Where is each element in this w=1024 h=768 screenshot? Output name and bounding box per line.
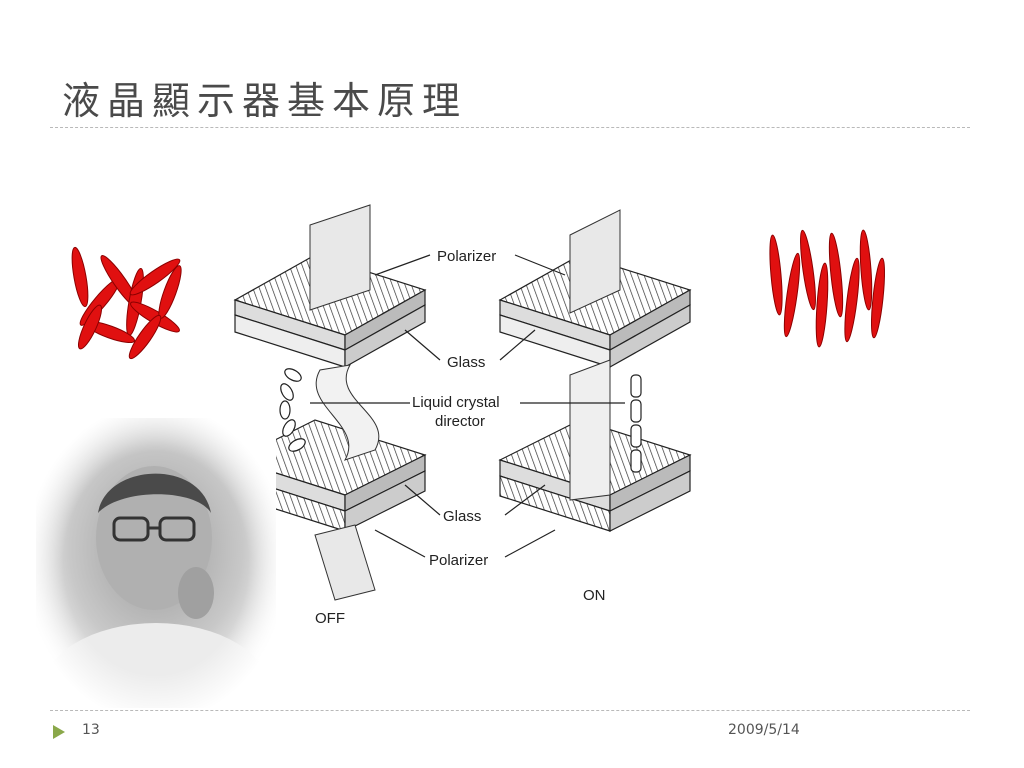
label-state-on: ON	[583, 587, 606, 604]
light-beam-bottom-left	[314, 524, 376, 601]
label-glass-bottom: Glass	[443, 508, 481, 525]
label-polarizer-top: Polarizer	[437, 248, 496, 265]
light-path-twisted	[315, 364, 380, 461]
title-divider	[50, 127, 970, 128]
portrait-photo	[36, 418, 276, 708]
lc-molecules-aligned	[769, 229, 885, 348]
triangle-right-icon	[53, 725, 65, 739]
light-beam-top-right	[569, 209, 621, 314]
lcd-principle-diagram: Polarizer Glass Liquid crystal director …	[233, 204, 692, 627]
light-path-straight	[569, 359, 611, 501]
page-number: 13	[82, 722, 100, 738]
label-glass-top: Glass	[447, 354, 485, 371]
label-state-off: OFF	[315, 610, 345, 627]
lc-column-aligned	[630, 374, 642, 473]
footer-divider	[50, 710, 970, 711]
label-lc-director-line1: Liquid crystal	[412, 394, 500, 411]
label-lc-director-line2: director	[435, 413, 485, 430]
footer-date: 2009/5/14	[728, 722, 800, 738]
leader-lines	[310, 254, 625, 558]
label-polarizer-bottom: Polarizer	[429, 552, 488, 569]
light-beam-top-left	[309, 204, 371, 311]
lc-column-twisted	[279, 368, 306, 452]
slide-title: 液晶顯示器基本原理	[62, 79, 468, 123]
lc-molecules-disordered	[71, 246, 182, 360]
